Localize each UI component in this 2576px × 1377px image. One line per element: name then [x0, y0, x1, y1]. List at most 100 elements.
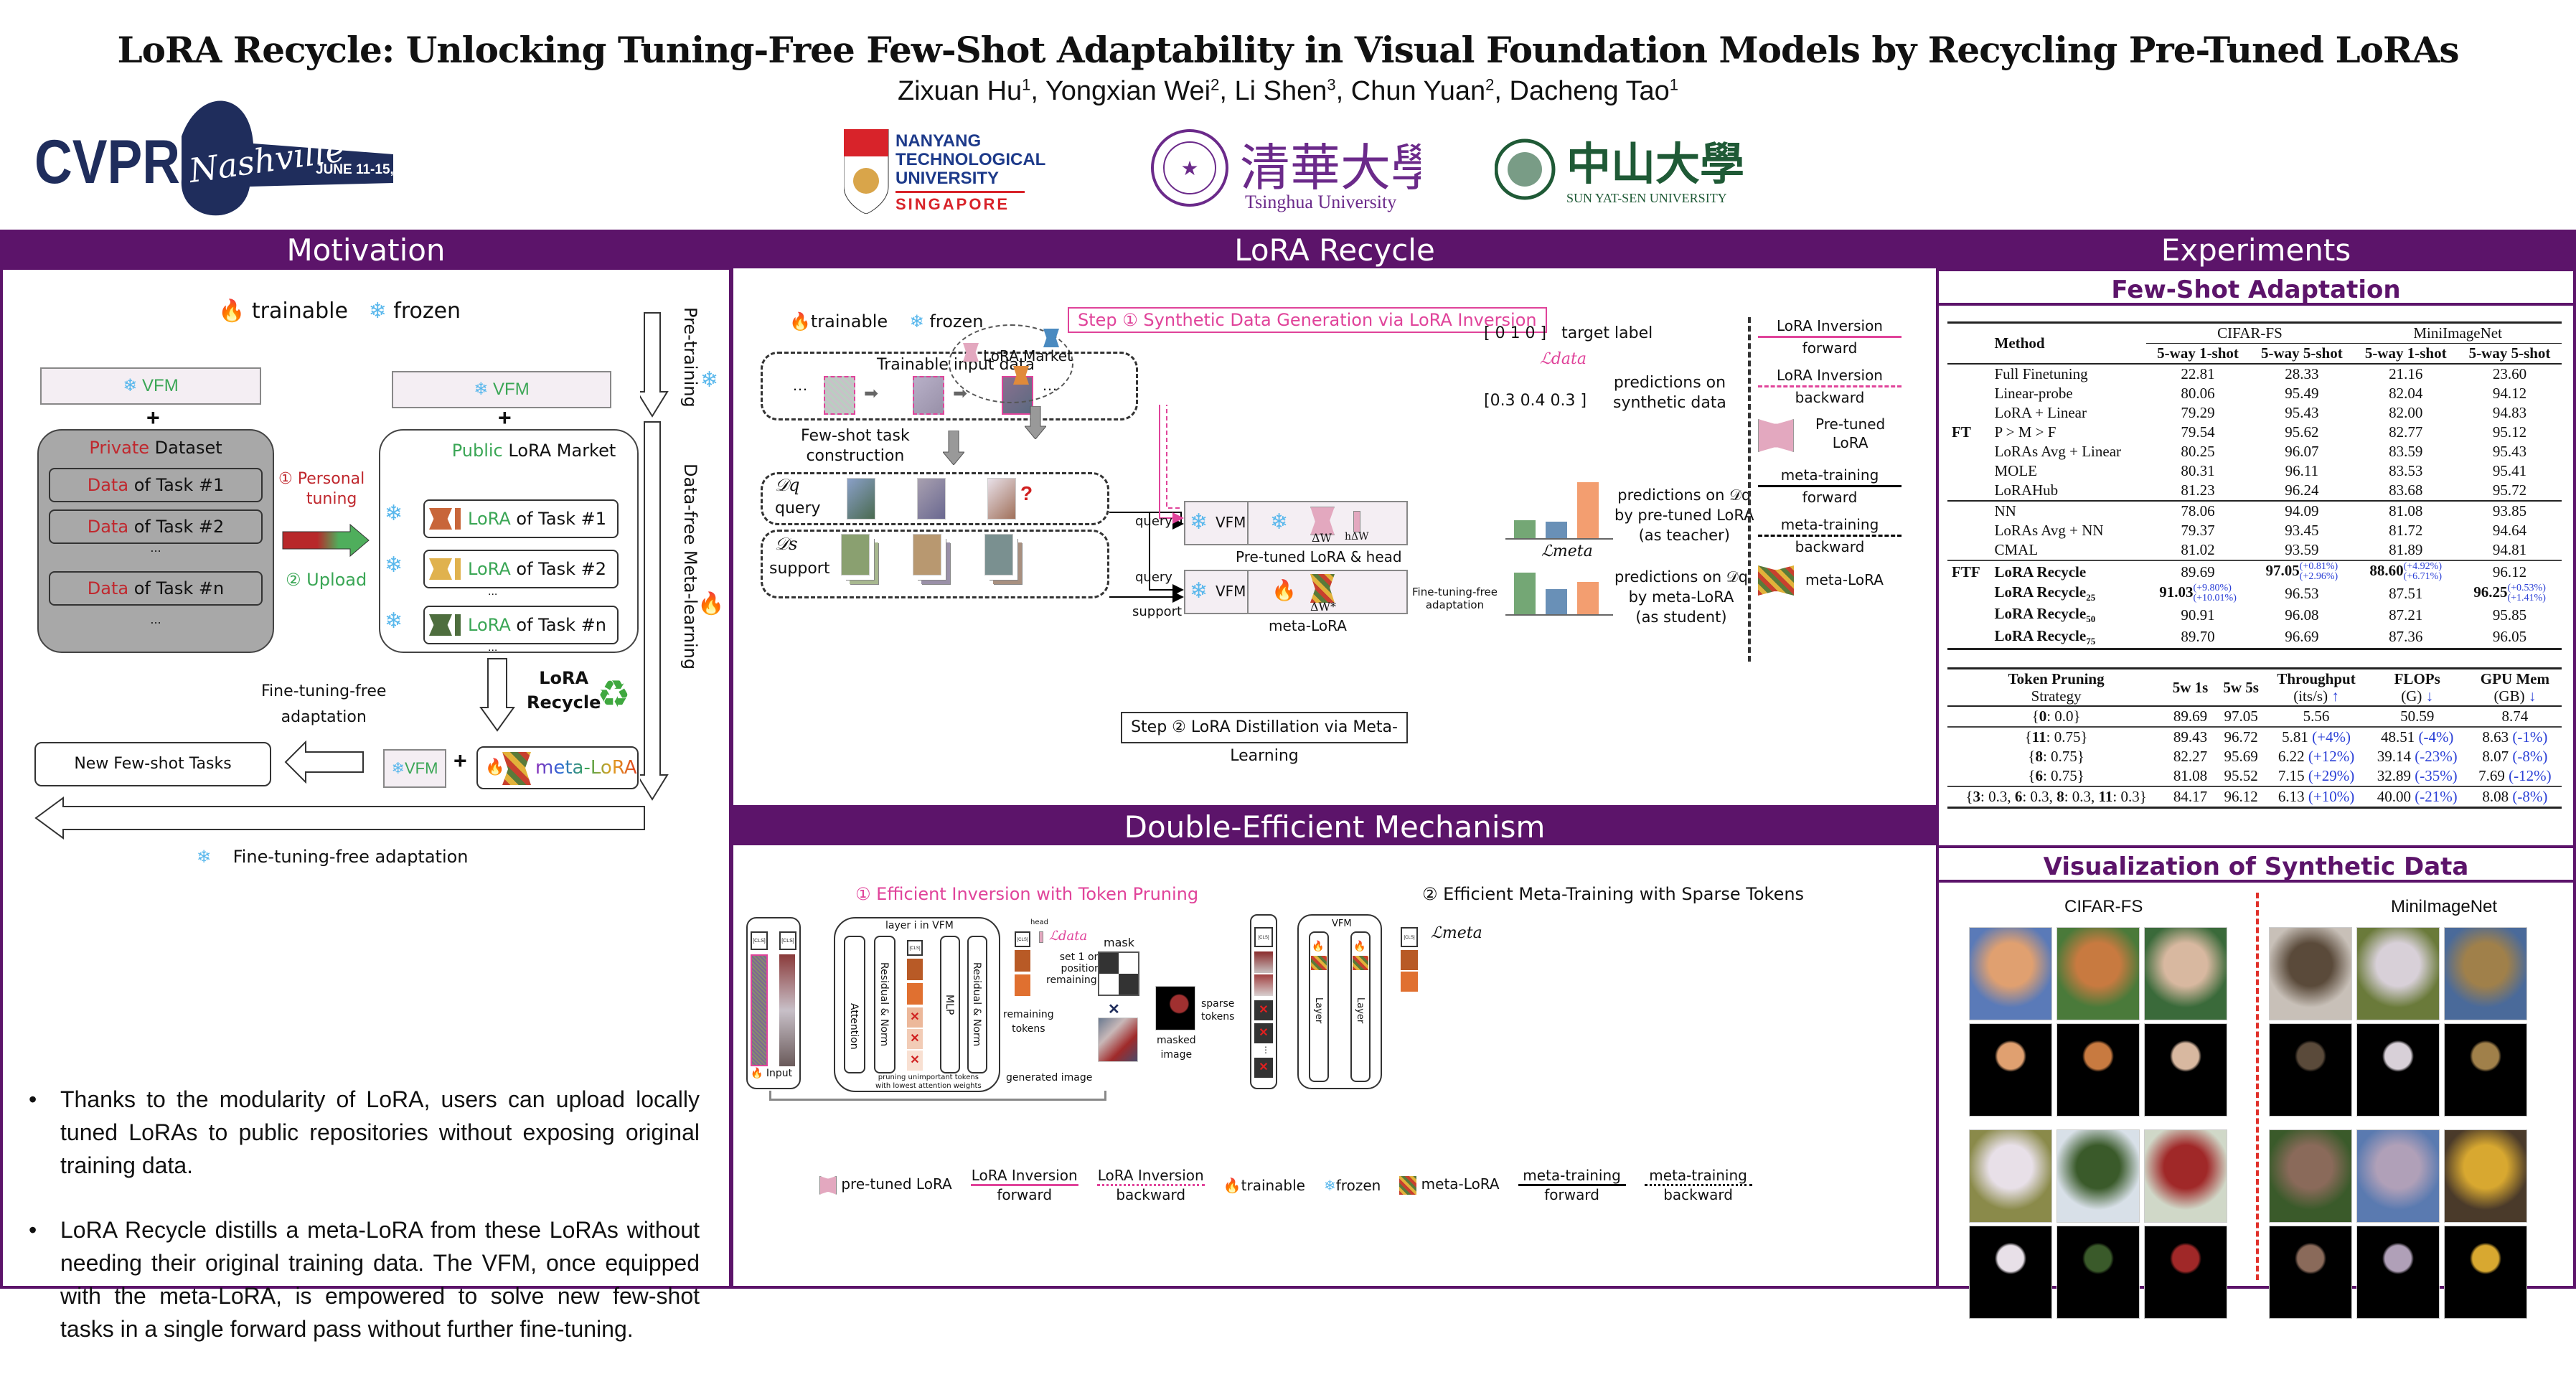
- output-token: [1401, 950, 1418, 970]
- l-meta-label: ℒmeta: [1431, 924, 1482, 942]
- layer-block: Layer: [1350, 931, 1371, 1082]
- meta-lora-icon: [1311, 956, 1327, 970]
- fire-icon: 🔥: [1353, 940, 1366, 951]
- pretuned-lora-icon: [819, 1175, 837, 1195]
- down-arrow-icon: [479, 658, 515, 732]
- snowflake-icon: ❄: [1190, 510, 1208, 534]
- part2-title: ② Efficient Meta-Training with Sparse To…: [1422, 884, 1805, 904]
- cvpr-text: CVPR: [34, 127, 180, 196]
- pink-dashed-arrow-icon: [1758, 385, 1902, 387]
- motivation-legend: 🔥 trainable ❄ frozen: [218, 299, 461, 324]
- left-arrow-icon: [284, 741, 364, 784]
- upload-arrow-icon: [282, 523, 370, 558]
- synthetic-image-chair: [2356, 1129, 2440, 1223]
- author: Dacheng Tao1: [1509, 75, 1679, 106]
- synthetic-image-house: [2056, 927, 2140, 1020]
- new-few-shot-tasks-box: New Few-shot Tasks: [34, 742, 271, 786]
- private-data-item: Data of Task #2: [49, 509, 263, 544]
- svg-text:Tsinghua University: Tsinghua University: [1245, 192, 1396, 212]
- token-kept: [907, 983, 923, 1005]
- dropped-token: ✕: [1254, 1023, 1273, 1043]
- residual-norm-block: Residual & Norm: [874, 936, 896, 1073]
- lora-icon: [429, 508, 452, 530]
- query-set-box: [761, 472, 1109, 525]
- meta-lora-icon: [1758, 565, 1794, 596]
- synthetic-image-caterpillar: [2056, 1129, 2140, 1223]
- synthetic-image-apple: [2144, 1129, 2227, 1223]
- svg-text:UNIVERSITY: UNIVERSITY: [896, 169, 999, 188]
- masked-image-boy: [2144, 1023, 2227, 1117]
- plus-sign: +: [453, 748, 467, 774]
- private-data-item: Data of Task #n: [49, 571, 263, 606]
- masked-image-person: [2444, 1023, 2527, 1117]
- masked-image-apple: [2144, 1226, 2227, 1319]
- cvpr-logo: CVPR Nashville JUNE 11-15, 2025: [34, 93, 428, 219]
- svg-text:TECHNOLOGICAL: TECHNOLOGICAL: [896, 150, 1045, 169]
- prediction-bar: [1514, 520, 1536, 538]
- image-token: [1254, 951, 1273, 973]
- meta-lora-box: 🔥 meta-LoRA: [476, 746, 639, 789]
- viz-dataset-mini: MiniImageNet: [2391, 897, 2498, 916]
- ftf-bottom-label: ❄ Fine-tuning-free adaptation: [197, 847, 469, 867]
- data-free-meta-learning-label: Data-free Meta-learning: [680, 464, 700, 670]
- meta-learning-arrow-icon: [640, 421, 669, 801]
- masked-image-pears: [2444, 1226, 2527, 1319]
- experiments-title: Experiments: [1939, 232, 2573, 268]
- masked-image: [1155, 986, 1195, 1030]
- recycle-icon: ♻: [597, 674, 631, 715]
- poster-header: LoRA Recycle: Unlocking Tuning-Free Few-…: [0, 0, 2576, 228]
- step2-label: Step ② LoRA Distillation via Meta-Learni…: [1121, 712, 1408, 765]
- fire-icon: 🔥: [1271, 579, 1297, 601]
- lora-recycle-title: LoRA Recycle: [733, 232, 1936, 268]
- lora-market-item: LoRA of Task #1: [423, 499, 619, 538]
- motivation-bullets: Thanks to the modularity of LoRA, users …: [29, 1083, 700, 1377]
- black-dashed-arrow-icon: [1758, 535, 1902, 537]
- fire-icon: 🔥: [218, 299, 245, 324]
- prediction-bar: [1577, 482, 1599, 538]
- sparse-token-column: [CLS] ✕ ✕ ⋮ ✕: [1250, 914, 1277, 1089]
- synthetic-image: [824, 376, 855, 415]
- lora-market-cloud: [949, 324, 1073, 403]
- meta-lora-icon: [502, 752, 531, 785]
- black-solid-arrow-icon: [1758, 485, 1902, 487]
- remaining-token: [1015, 950, 1030, 972]
- author: Zixuan Hu1: [897, 75, 1031, 106]
- fire-icon: 🔥: [485, 758, 505, 776]
- pretraining-arrow-icon: [640, 312, 669, 418]
- synthetic-image-plant: [2356, 927, 2440, 1020]
- support-image-stack: [841, 534, 870, 575]
- pretuned-lora-icon: [1758, 419, 1794, 452]
- black-solid-arrow-icon: [1518, 1184, 1626, 1186]
- legend-right: LoRA Inversion forward LoRA Inversion ba…: [1758, 317, 1902, 597]
- dropped-token: ✕: [1254, 1000, 1273, 1020]
- remaining-token: [1015, 974, 1030, 996]
- masked-image-house: [2056, 1023, 2140, 1117]
- masked-image-caterpillar: [2056, 1226, 2140, 1319]
- vfm-meta-block: VFM Layer Layer 🔥 🔥: [1297, 914, 1382, 1089]
- query-image: [847, 478, 875, 520]
- image-tokens: [779, 954, 795, 1066]
- fire-icon: 🔥: [751, 1068, 763, 1079]
- lora-market-item: LoRA of Task #2: [423, 550, 619, 588]
- trainable-input-box: [761, 352, 1138, 420]
- lora-icon-orange: [1013, 366, 1029, 385]
- vfm-block-small: ❄VFM: [383, 749, 446, 788]
- synthetic-image-insect: [2269, 1129, 2352, 1223]
